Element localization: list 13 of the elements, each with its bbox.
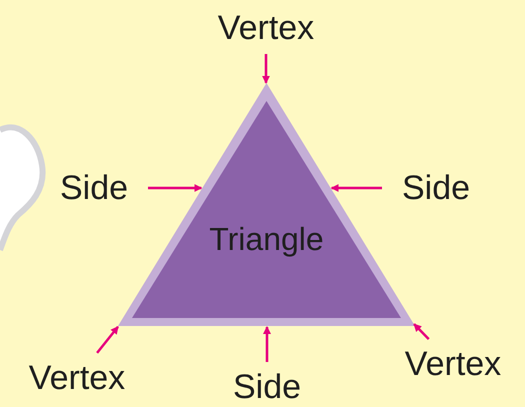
arrow bbox=[96, 326, 119, 354]
part-label: Vertex bbox=[218, 11, 314, 45]
arrow bbox=[330, 184, 382, 192]
shape-label: Triangle bbox=[209, 223, 324, 255]
part-label: Side bbox=[60, 171, 128, 205]
part-label: Vertex bbox=[28, 361, 126, 395]
arrow bbox=[263, 326, 271, 362]
part-label: Side bbox=[402, 171, 470, 205]
arrow bbox=[262, 54, 270, 84]
arrow bbox=[413, 323, 430, 340]
part-label: Side bbox=[232, 370, 302, 404]
part-label: Vertex bbox=[404, 347, 502, 381]
arrow bbox=[148, 184, 202, 192]
